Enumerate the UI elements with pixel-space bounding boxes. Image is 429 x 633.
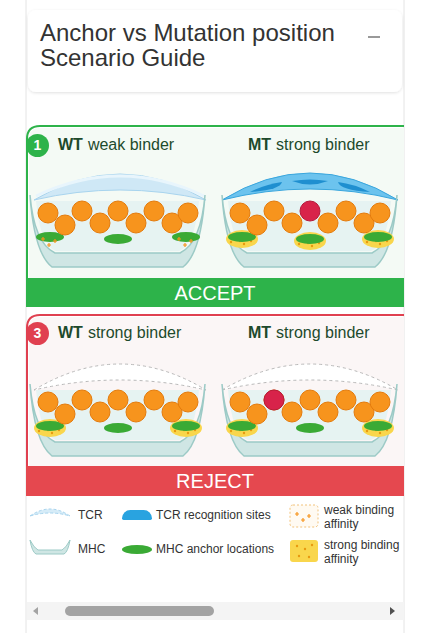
legend-text: MHC anchor locations (156, 542, 284, 556)
node-text: ACCEPT (174, 282, 255, 304)
title: Anchor vs Mutation position Scenario Gui… (40, 20, 360, 70)
allele-tag: WT (58, 322, 83, 344)
legend-text: MHC (78, 542, 118, 556)
legend-text: TCR (78, 508, 118, 522)
panel-heading: WTweak binder (58, 134, 174, 156)
panel-heading: MTstrong binder (248, 134, 370, 156)
panel-heading: MTstrong binder (248, 322, 370, 344)
binder-class: strong binder (276, 322, 369, 344)
allele-tag: WT (58, 134, 83, 156)
node-text: 3 (34, 326, 42, 341)
legend-swatch (122, 545, 152, 554)
legend-text: strong binding affinity (324, 538, 406, 566)
verdict-band: REJECT (26, 466, 404, 496)
allele-tag: MT (248, 322, 271, 344)
panel-heading: WTstrong binder (58, 322, 181, 344)
binder-class: strong binder (88, 322, 181, 344)
binder-class: weak binder (88, 134, 174, 156)
verdict-band: ACCEPT (26, 278, 404, 307)
allele-tag: MT (248, 134, 271, 156)
binder-class: strong binder (276, 134, 369, 156)
legend-text: TCR recognition sites (156, 508, 284, 522)
legend-swatch (122, 510, 152, 520)
step-circle: 1 (26, 134, 49, 157)
node-text: 1 (34, 138, 42, 153)
step-circle: 3 (26, 322, 49, 345)
node-text: REJECT (176, 470, 254, 492)
legend-text: weak binding affinity (324, 503, 406, 531)
